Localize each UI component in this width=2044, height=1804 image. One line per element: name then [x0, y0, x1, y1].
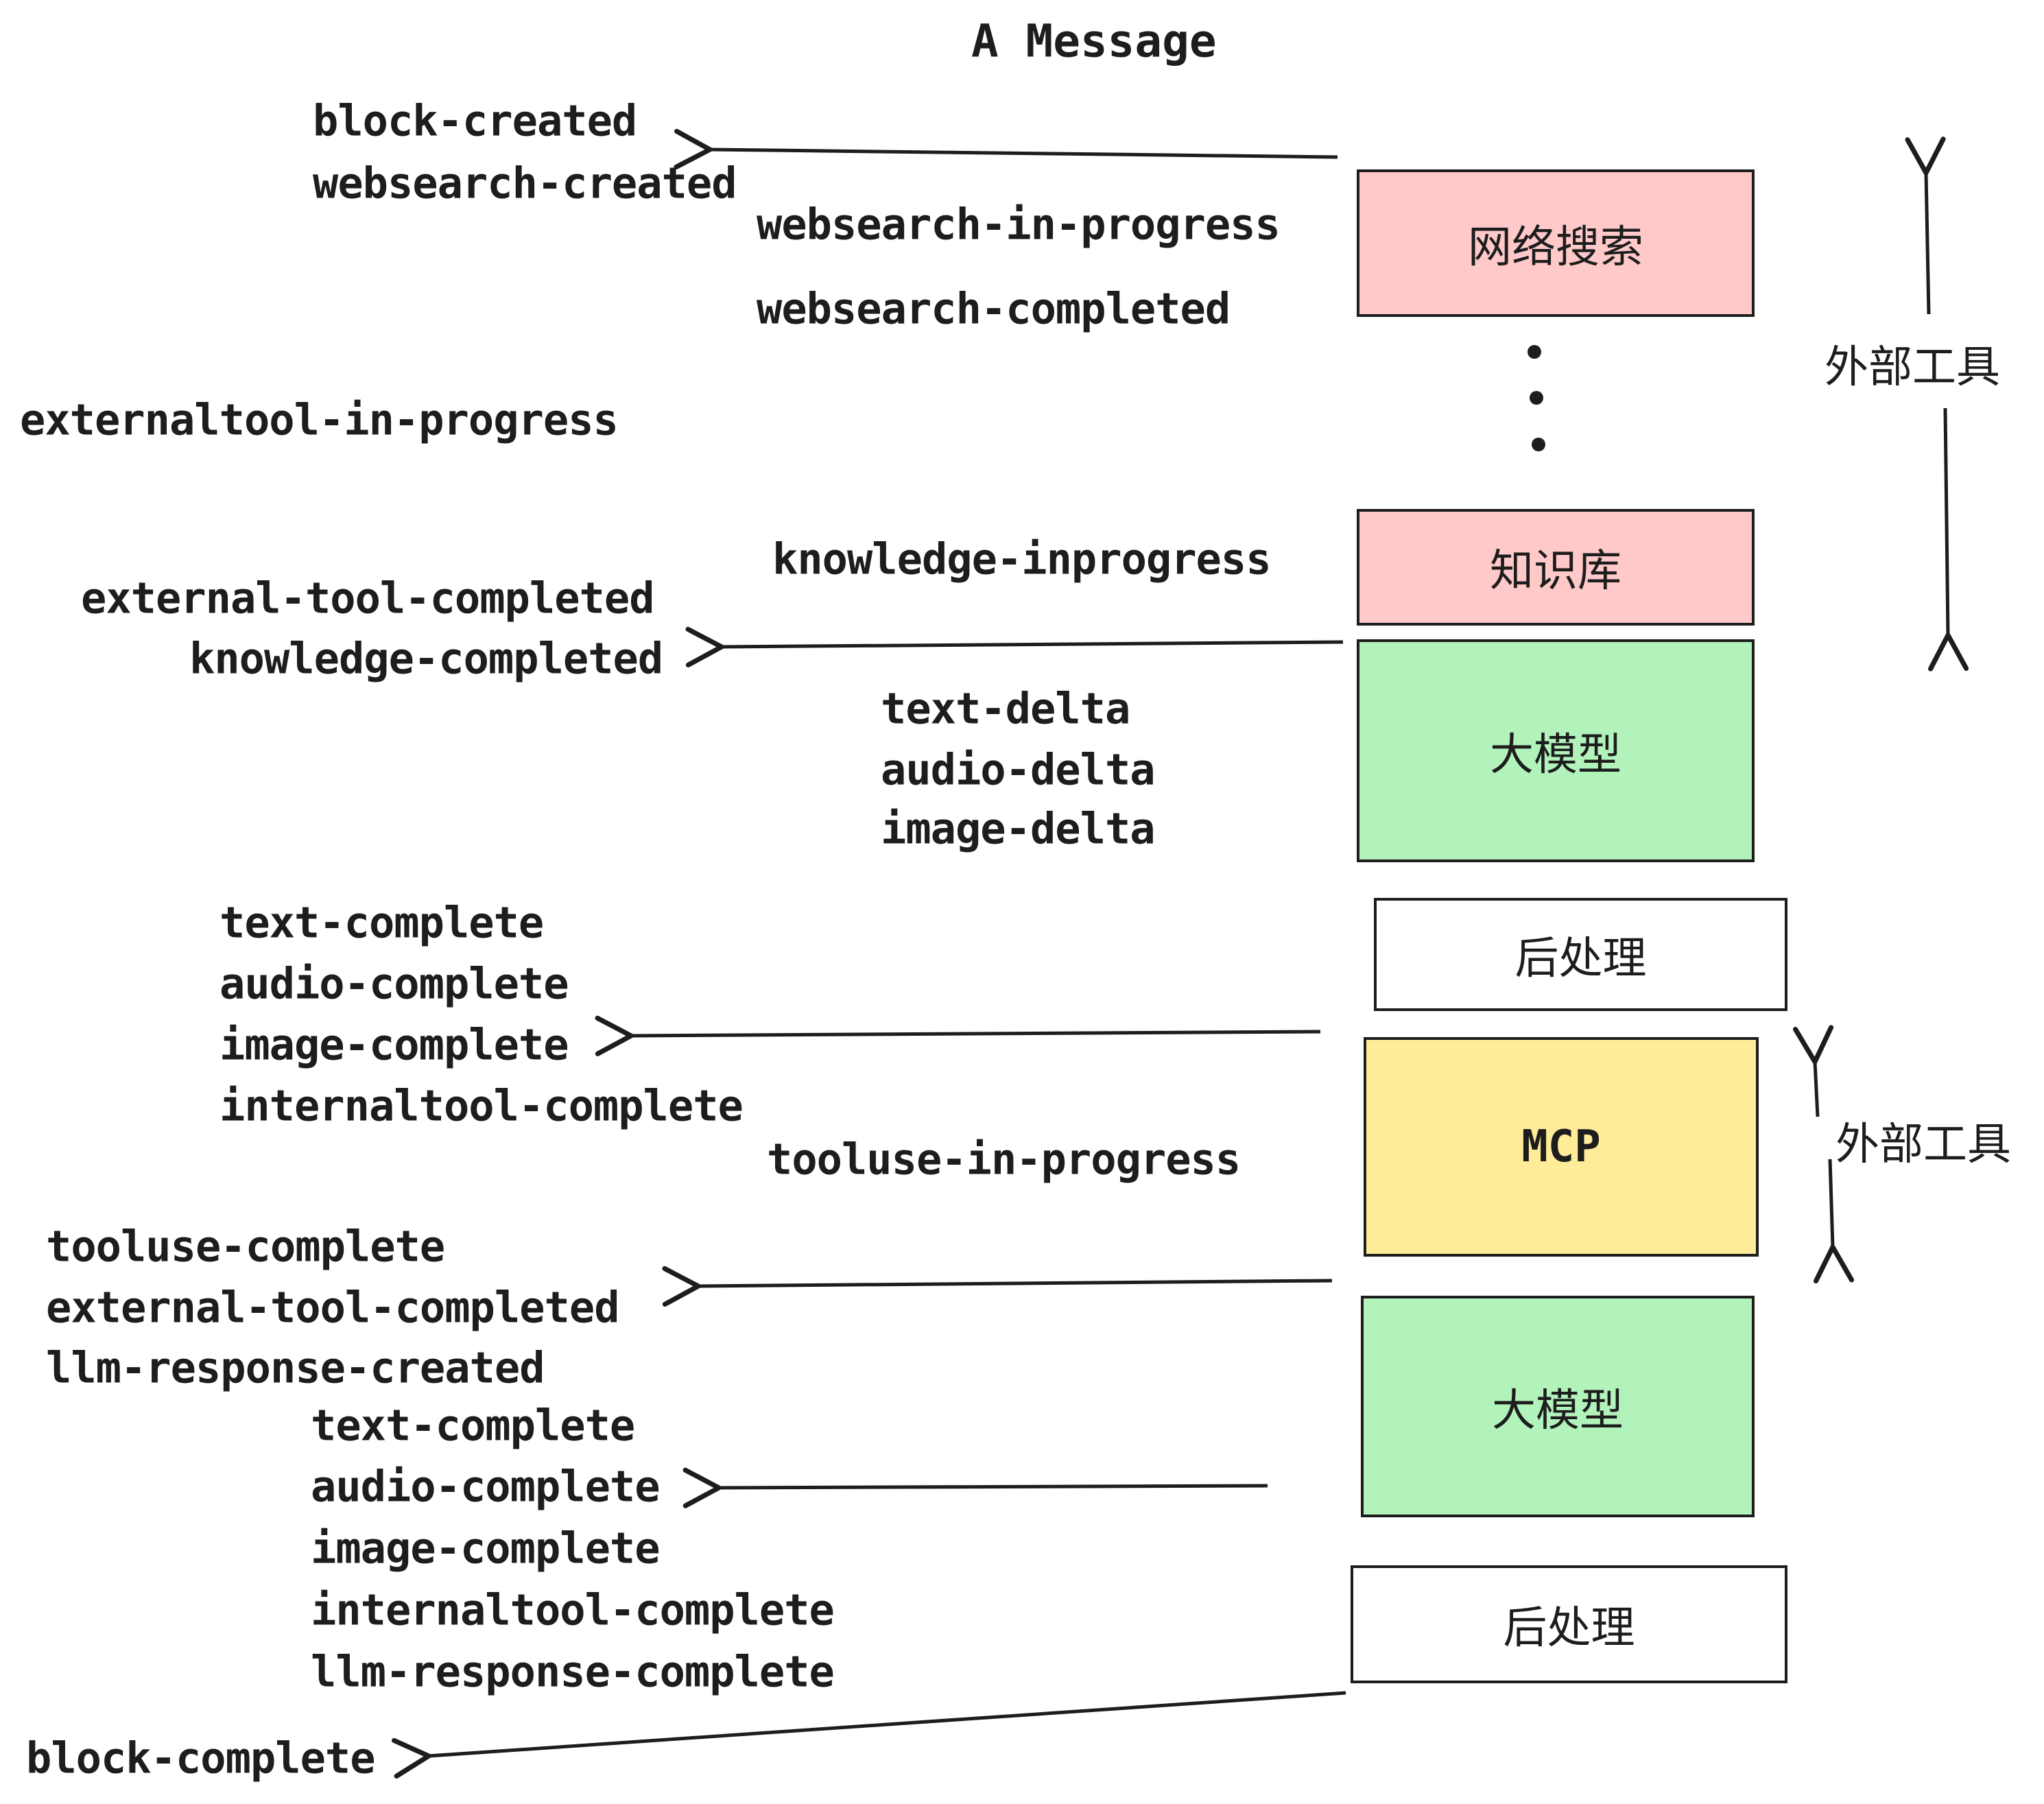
- event-internaltool-complete-2: internaltool-complete: [311, 1585, 835, 1635]
- event-external-tool-completed: external-tool-completed: [81, 573, 655, 624]
- event-image-complete: image-complete: [219, 1019, 569, 1070]
- event-image-delta: image-delta: [881, 803, 1156, 854]
- event-external-tool-completed-2: external-tool-completed: [46, 1282, 620, 1333]
- box-mcp: MCP: [1364, 1037, 1759, 1257]
- arrow-to-image-complete: [595, 1015, 1321, 1056]
- event-tooluse-complete: tooluse-complete: [46, 1221, 445, 1272]
- external-tools-top-down-arrow: [1928, 407, 1969, 672]
- event-llm-response-complete: llm-response-complete: [311, 1646, 835, 1697]
- ellipsis-dots: [1528, 345, 1545, 451]
- event-block-complete: block-complete: [26, 1733, 376, 1783]
- box-llm-2: 大模型: [1361, 1296, 1755, 1517]
- external-tools-top-up-arrow: [1905, 137, 1946, 315]
- box-postprocess-2-label: 后处理: [1503, 1603, 1635, 1652]
- box-websearch-label: 网络搜索: [1468, 222, 1643, 272]
- event-text-complete: text-complete: [219, 897, 544, 948]
- event-image-complete-2: image-complete: [311, 1523, 661, 1574]
- event-websearch-completed: websearch-completed: [757, 283, 1231, 334]
- arrow-to-tooluse-complete: [662, 1266, 1333, 1307]
- arrow-to-knowledge-completed: [685, 626, 1344, 667]
- diagram-title: A Message: [971, 14, 1217, 68]
- arrow-to-block-created: [674, 128, 1338, 169]
- box-postprocess-1-label: 后处理: [1514, 933, 1647, 983]
- box-websearch: 网络搜索: [1357, 169, 1755, 317]
- arrow-to-audio-complete: [682, 1467, 1268, 1508]
- event-audio-complete: audio-complete: [219, 958, 569, 1009]
- box-postprocess-2: 后处理: [1351, 1565, 1787, 1683]
- event-block-created: block-created: [313, 95, 637, 146]
- event-text-complete-2: text-complete: [311, 1400, 635, 1451]
- box-llm-1: 大模型: [1357, 639, 1755, 862]
- event-websearch-in-progress: websearch-in-progress: [757, 199, 1281, 250]
- box-knowledge-base: 知识库: [1357, 509, 1755, 626]
- box-knowledge-base-label: 知识库: [1490, 546, 1621, 595]
- event-internaltool-complete: internaltool-complete: [219, 1080, 744, 1131]
- annotation-external-tools-mcp: 外部工具: [1835, 1119, 2011, 1169]
- external-tools-mcp-up-arrow: [1793, 1025, 1834, 1117]
- event-websearch-created: websearch-created: [313, 158, 737, 209]
- external-tools-mcp-down-arrow: [1813, 1159, 1855, 1284]
- event-llm-response-created: llm-response-created: [46, 1342, 545, 1393]
- box-mcp-label: MCP: [1521, 1121, 1601, 1172]
- event-knowledge-inprogress: knowledge-inprogress: [772, 534, 1272, 584]
- box-llm-1-label: 大模型: [1490, 729, 1621, 779]
- box-llm-2-label: 大模型: [1492, 1385, 1624, 1435]
- event-audio-delta: audio-delta: [881, 744, 1156, 795]
- event-tooluse-in-progress: tooluse-in-progress: [767, 1134, 1241, 1185]
- event-audio-complete-2: audio-complete: [311, 1461, 661, 1512]
- annotation-external-tools-top: 外部工具: [1825, 342, 2000, 392]
- event-knowledge-completed: knowledge-completed: [189, 633, 663, 684]
- event-text-delta: text-delta: [881, 683, 1130, 734]
- event-externaltool-in-progress: externaltool-in-progress: [20, 394, 619, 445]
- box-postprocess-1: 后处理: [1374, 898, 1787, 1011]
- arrow-to-block-complete: [392, 1691, 1346, 1779]
